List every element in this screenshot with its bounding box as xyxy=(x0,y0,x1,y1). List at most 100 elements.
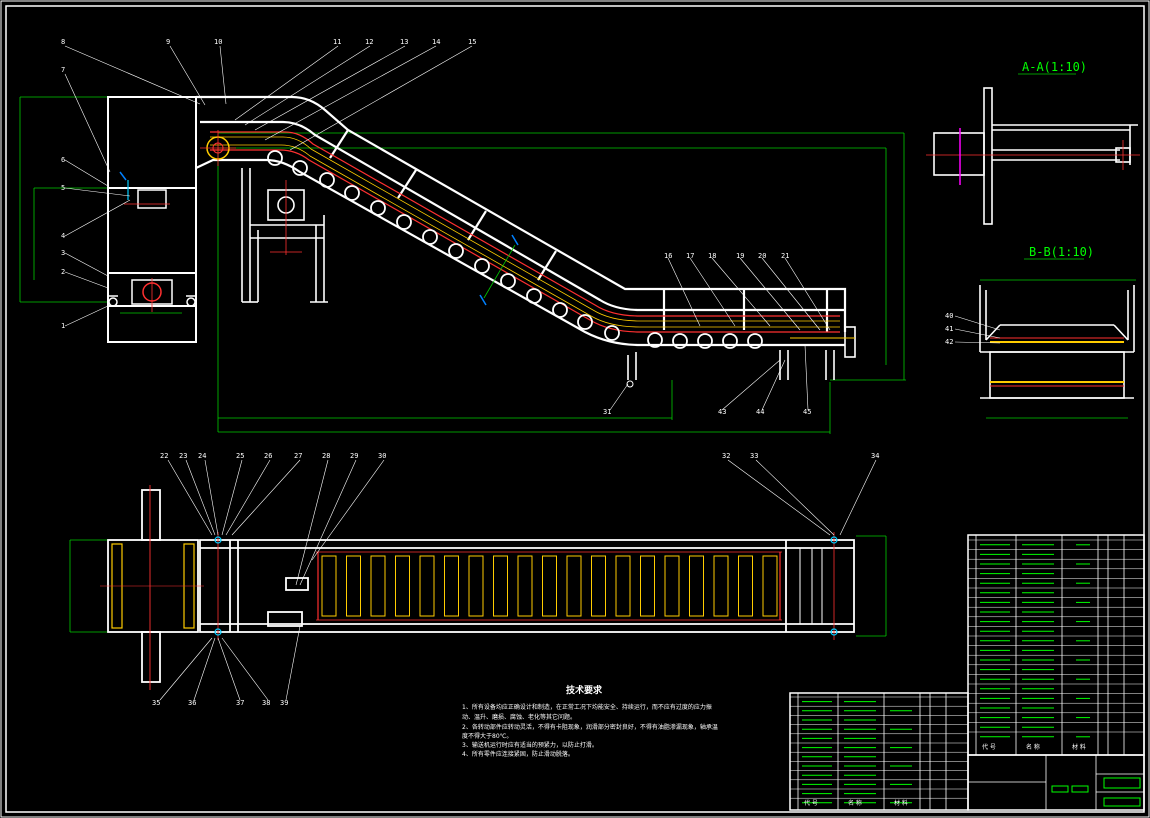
callout-25: 25 xyxy=(236,452,244,460)
conveyor-frame xyxy=(195,95,847,347)
tech-title: 技术要求 xyxy=(566,684,603,696)
chain-links xyxy=(210,136,840,328)
elevation-leaders xyxy=(64,45,831,411)
callout-24: 24 xyxy=(198,452,206,460)
rollers xyxy=(267,150,763,349)
tech-line-6: 4、所有零件应连接紧固，防止滑动脱落。 xyxy=(462,750,574,758)
slat xyxy=(517,555,533,617)
callout-43: 43 xyxy=(718,408,726,416)
slat xyxy=(444,555,459,617)
callout-37: 37 xyxy=(236,699,244,707)
callout-29: 29 xyxy=(350,452,358,460)
header-material-1: 材 料 xyxy=(1072,743,1086,751)
callout-34: 34 xyxy=(871,452,879,460)
section-b-title: B-B(1:10) xyxy=(1029,245,1094,259)
slat xyxy=(640,555,655,617)
technical-requirements: 技术要求 1、所有设备均应正确设计和制造，在正常工况下均能安全、持续运行，而不应… xyxy=(462,684,718,758)
callout-4: 4 xyxy=(61,232,65,240)
slat xyxy=(591,555,606,617)
header-name-1: 名 称 xyxy=(1026,743,1040,751)
slat xyxy=(615,555,631,617)
section-a-view: A-A(1:10) xyxy=(926,60,1140,225)
slat xyxy=(664,555,680,617)
callout-23: 23 xyxy=(179,452,187,460)
elevation-dimensions xyxy=(19,96,906,434)
plan-slats xyxy=(321,555,778,617)
callout-2: 2 xyxy=(61,268,65,276)
hopper-body xyxy=(107,96,292,343)
callout-21: 21 xyxy=(781,252,789,260)
plan-leaders xyxy=(159,459,877,701)
plan-callouts: 22 23 24 25 26 27 28 29 30 32 33 34 35 3… xyxy=(152,452,879,707)
header-code-2: 代 号 xyxy=(804,799,818,807)
callout-35: 35 xyxy=(152,699,160,707)
header-material-2: 材 料 xyxy=(894,799,908,807)
callout-45: 45 xyxy=(803,408,811,416)
tech-line-5: 3、输送机运行时应有适当的预紧力，以防止打滑。 xyxy=(462,741,598,749)
slat xyxy=(713,555,729,617)
callout-5: 5 xyxy=(61,184,65,192)
head-sprocket xyxy=(200,130,236,166)
tech-line-1: 1、所有设备均应正确设计和制造，在正常工况下均能安全、持续运行，而不应有过度的应… xyxy=(462,703,712,711)
slat xyxy=(321,555,337,617)
callout-8: 8 xyxy=(61,38,65,46)
tech-line-2: 动、温升、磨损、腐蚀、老化等其它问题。 xyxy=(462,713,576,721)
slat xyxy=(493,555,508,617)
callout-16: 16 xyxy=(664,252,672,260)
inner-frame xyxy=(5,5,1145,813)
slat xyxy=(542,555,557,617)
plan-view xyxy=(69,485,887,690)
motor-stand xyxy=(241,168,328,303)
header-name-2: 名 称 xyxy=(848,799,862,807)
callout-39: 39 xyxy=(280,699,288,707)
callout-28: 28 xyxy=(322,452,330,460)
callout-20: 20 xyxy=(758,252,766,260)
slat xyxy=(762,555,778,617)
parts-table xyxy=(789,534,1145,811)
callout-42: 42 xyxy=(945,338,953,346)
tech-line-4: 度不得大于80℃。 xyxy=(462,732,512,740)
callout-33: 33 xyxy=(750,452,758,460)
callout-7: 7 xyxy=(61,66,65,74)
header-code-1: 代 号 xyxy=(982,743,996,751)
tech-line-3: 2、各转动部件应转动灵活，不得有卡阻现象，润滑部分密封良好，不得有油脂渗漏现象，… xyxy=(462,723,718,731)
callout-11: 11 xyxy=(333,38,341,46)
callout-10: 10 xyxy=(214,38,222,46)
callout-13: 13 xyxy=(400,38,408,46)
callout-22: 22 xyxy=(160,452,168,460)
callout-12: 12 xyxy=(365,38,373,46)
callout-6: 6 xyxy=(61,156,65,164)
callout-36: 36 xyxy=(188,699,196,707)
slat xyxy=(346,555,361,617)
callout-1: 1 xyxy=(61,322,65,330)
slat xyxy=(566,555,582,617)
slat xyxy=(370,555,386,617)
table-headers: 代 号 名 称 材 料 代 号 名 称 材 料 xyxy=(804,743,1086,807)
callout-9: 9 xyxy=(166,38,170,46)
callout-15: 15 xyxy=(468,38,476,46)
callout-31: 31 xyxy=(603,408,611,416)
section-marks xyxy=(119,171,519,306)
section-b-view: B-B(1:10) 40 41 42 xyxy=(945,245,1136,419)
conveyor-chain xyxy=(210,131,840,333)
callout-3: 3 xyxy=(61,249,65,257)
slat xyxy=(738,555,753,617)
callout-38: 38 xyxy=(262,699,270,707)
tail-supports xyxy=(627,326,856,380)
elevation-callouts: 8 9 10 11 12 13 14 15 7 6 5 4 3 2 1 16 1… xyxy=(61,38,811,416)
elevation-view xyxy=(19,95,906,434)
callout-40: 40 xyxy=(945,312,953,320)
callout-26: 26 xyxy=(264,452,272,460)
callout-44: 44 xyxy=(756,408,764,416)
section-a-title: A-A(1:10) xyxy=(1022,60,1087,74)
callout-30: 30 xyxy=(378,452,386,460)
callout-19: 19 xyxy=(736,252,744,260)
callout-27: 27 xyxy=(294,452,302,460)
callout-41: 41 xyxy=(945,325,953,333)
slat xyxy=(395,555,410,617)
slat xyxy=(689,555,704,617)
callout-17: 17 xyxy=(686,252,694,260)
callout-32: 32 xyxy=(722,452,730,460)
